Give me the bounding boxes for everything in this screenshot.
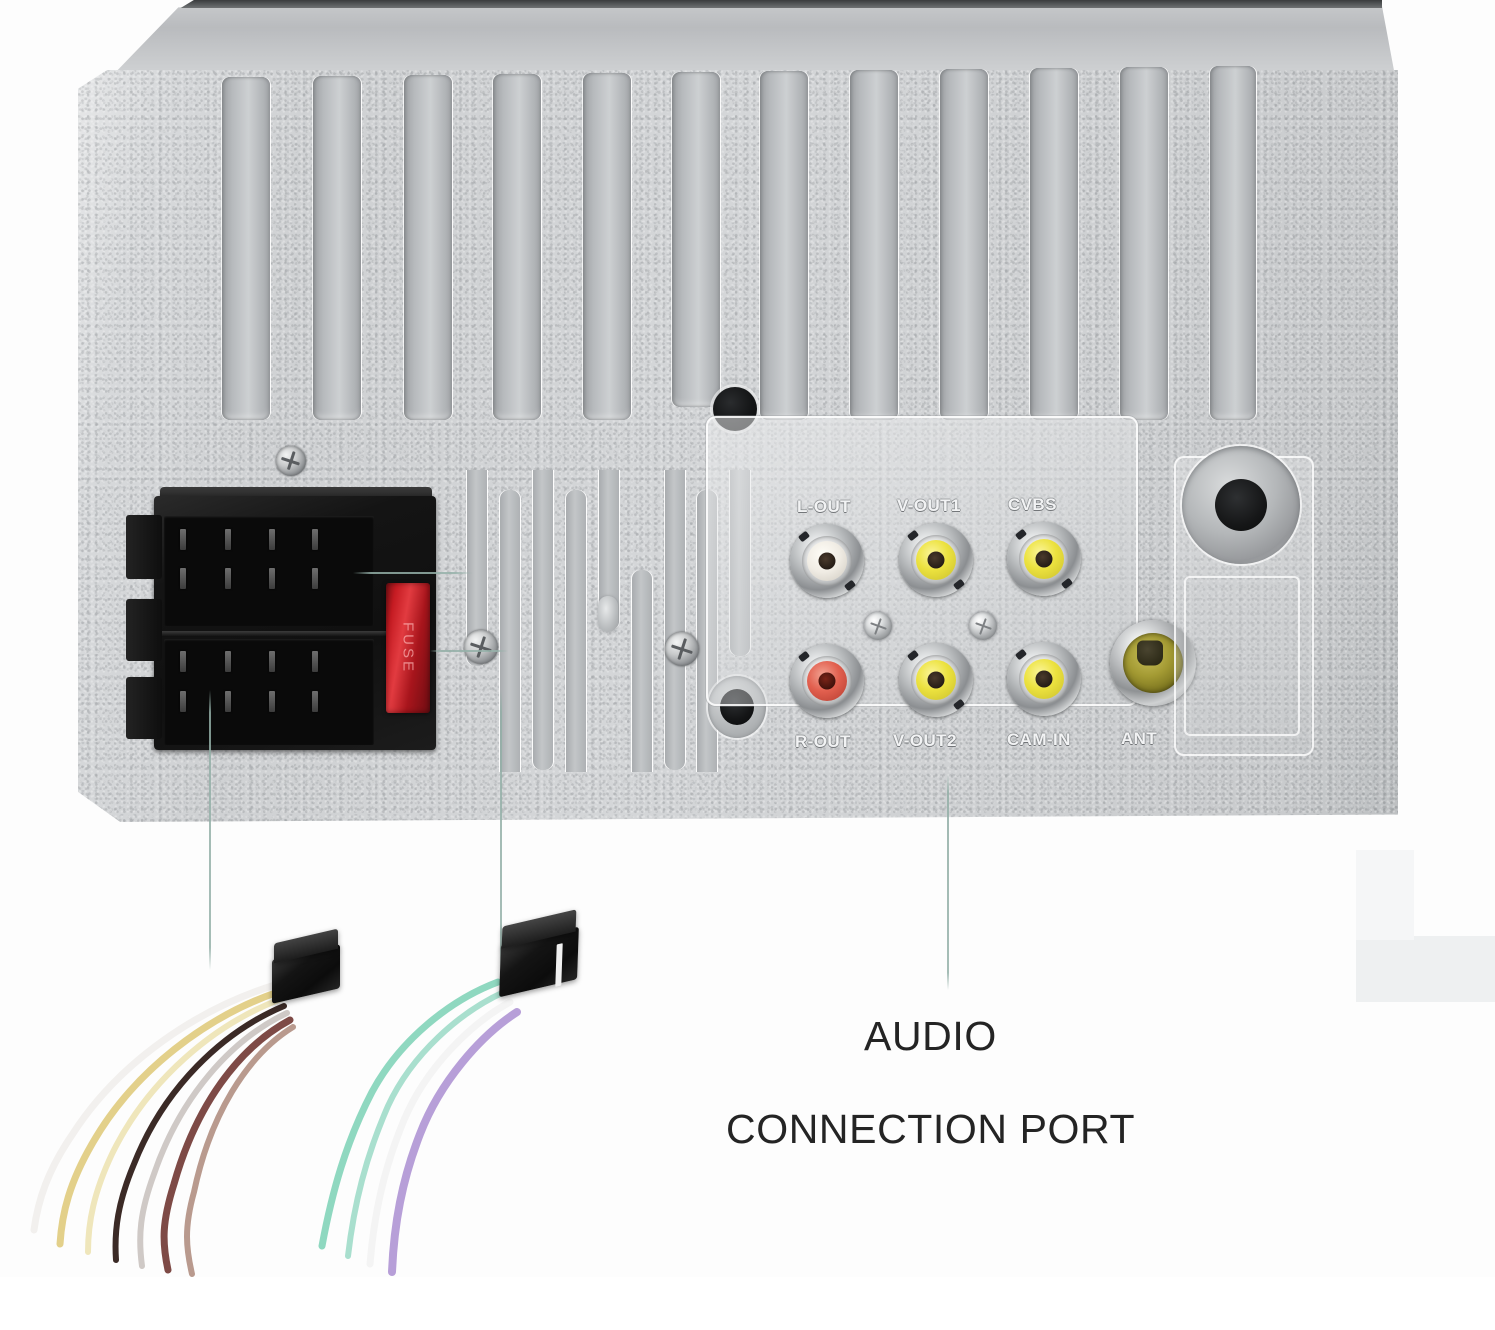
iso-pin — [312, 529, 318, 550]
iso-pin — [180, 529, 186, 550]
right-recessed-bay — [1174, 446, 1314, 756]
heatsink-fin — [493, 74, 541, 420]
iso-pin — [269, 651, 275, 672]
heatsink-fin — [1030, 68, 1078, 420]
heatsink-fin — [222, 77, 270, 420]
iso-pin — [312, 651, 318, 672]
rca-bore — [1035, 670, 1053, 688]
ant-socket-pin — [1137, 640, 1164, 666]
comb-slot — [500, 490, 520, 772]
comb-slot — [632, 570, 652, 772]
background-artifact-tail — [1356, 850, 1414, 940]
iso-pin — [269, 568, 275, 589]
heatsink-fin — [672, 72, 720, 407]
callout-audio-line1: AUDIO — [864, 1013, 997, 1059]
leader-line-iso-connector — [209, 690, 211, 970]
leader-line-upper-pin-block — [353, 572, 473, 574]
iso-pin — [269, 691, 275, 712]
heatsink-fin-group — [0, 0, 1495, 500]
heatsink-fin — [404, 75, 452, 420]
rca-bore — [927, 671, 945, 689]
iso-upper-pin-block — [164, 516, 374, 626]
video-signal-wire-harness[interactable] — [0, 0, 650, 1277]
rca-bore — [818, 672, 836, 690]
video-signal-wires — [318, 978, 521, 1276]
ant-label: ANT — [1121, 729, 1158, 748]
rca-bore — [818, 552, 836, 570]
l-out-label: L-OUT — [797, 497, 851, 516]
comb-slot — [566, 490, 586, 772]
v-out1-label: V-OUT1 — [897, 496, 961, 515]
chassis-top-dark-edge — [180, 0, 1383, 8]
heatsink-fin — [940, 69, 988, 420]
mini-screw-right — [969, 612, 997, 640]
comb-slot — [665, 470, 685, 770]
leader-line-fuse — [430, 650, 508, 652]
ant-socket[interactable] — [1110, 620, 1196, 706]
l-out-jack[interactable] — [790, 524, 864, 598]
heatsink-fin — [583, 73, 631, 420]
fuse-holder[interactable]: FUSE — [386, 583, 430, 713]
v-out2-label: V-OUT2 — [893, 731, 957, 750]
iso-connector-divider — [162, 631, 414, 637]
antenna-bay-hole — [1215, 479, 1267, 531]
mini-screw-left — [864, 612, 892, 640]
antenna-bay-dish[interactable] — [1182, 446, 1300, 564]
comb-slot — [533, 470, 553, 770]
iso-pin — [312, 568, 318, 589]
callout-audio-line2: CONNECTION PORT — [726, 1106, 1136, 1152]
background-artifact-rect — [1356, 850, 1495, 1002]
v-out2-jack[interactable] — [899, 643, 973, 717]
cvbs-label: CVBS — [1008, 495, 1057, 514]
iso-pin — [225, 691, 231, 712]
power-speaker-wires — [30, 981, 296, 1277]
iso-power-speaker-connector[interactable]: FUSE — [124, 487, 454, 758]
cam-in-jack[interactable] — [1007, 642, 1081, 716]
leader-line-video-harness — [500, 690, 502, 970]
screw-mid-center — [665, 632, 699, 666]
iso-connector-side-tab — [126, 677, 162, 739]
heatsink-fin — [1210, 66, 1256, 420]
iso-pin — [180, 691, 186, 712]
iso-pin — [225, 529, 231, 550]
iso-pin — [225, 651, 231, 672]
iso-pin — [312, 691, 318, 712]
heatsink-fin — [313, 76, 361, 420]
power-speaker-wire-harness[interactable] — [0, 0, 420, 1277]
leader-line-audio-port — [947, 775, 949, 990]
iso-pin — [269, 529, 275, 550]
cvbs-jack[interactable] — [1007, 522, 1081, 596]
screw-top-left — [276, 446, 306, 476]
iso-pin — [180, 568, 186, 589]
iso-lower-pin-block — [164, 639, 374, 745]
iso-connector-side-tab — [126, 599, 162, 661]
comb-slot — [467, 470, 487, 666]
iso-connector-side-tab — [126, 515, 162, 579]
rca-bore — [927, 551, 945, 569]
right-bay-lower-recess — [1184, 576, 1300, 736]
v-out1-jack[interactable] — [899, 523, 973, 597]
oval-mark — [598, 596, 618, 632]
cam-in-label: CAM-IN — [1007, 730, 1071, 749]
comb-slot — [599, 470, 619, 630]
r-out-label: R-OUT — [795, 732, 851, 751]
heatsink-fin — [1120, 67, 1168, 420]
r-out-jack[interactable] — [790, 644, 864, 718]
heatsink-fin — [760, 71, 808, 420]
screw-mid-left — [464, 630, 498, 664]
iso-pin — [225, 568, 231, 589]
rca-bore — [1035, 550, 1053, 568]
iso-pin — [180, 651, 186, 672]
heatsink-fin — [850, 70, 898, 420]
